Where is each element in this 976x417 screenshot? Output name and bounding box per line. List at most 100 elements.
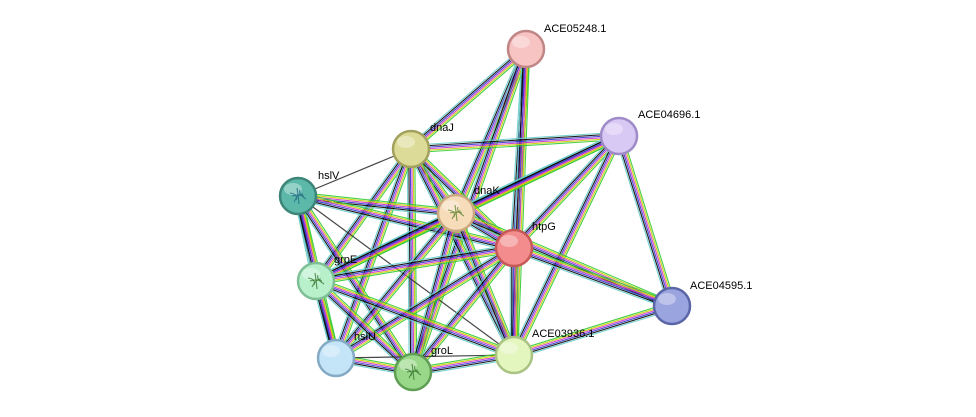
node-highlight <box>658 293 676 305</box>
edge-strand <box>409 245 512 370</box>
node-highlight <box>512 36 530 48</box>
edge-strand <box>315 246 514 281</box>
edge-htpG-grpE <box>315 243 515 286</box>
node-ACE04595.1[interactable]: ACE04595.1 <box>652 280 752 326</box>
edge-ACE04696.1-dnaJ <box>410 131 620 154</box>
edge-strand <box>298 193 457 212</box>
edge-strand <box>315 281 514 357</box>
node-hslV[interactable]: hslV <box>278 170 340 216</box>
structure-strand <box>296 187 300 205</box>
edge-ACE04696.1-htpG <box>510 133 623 251</box>
node-label: ACE04696.1 <box>638 109 700 121</box>
node-circle[interactable] <box>494 228 534 268</box>
edge-strand <box>510 133 617 246</box>
node-dnaJ[interactable]: dnaJ <box>391 122 454 169</box>
edge-strand <box>512 135 619 355</box>
edge-strand <box>411 137 620 152</box>
node-ACE04696.1[interactable]: ACE04696.1 <box>599 109 700 156</box>
edge-strand <box>456 210 674 305</box>
structure-strand <box>299 189 307 200</box>
node-circle[interactable] <box>391 129 431 169</box>
node-circle[interactable] <box>652 286 692 326</box>
edge-strand <box>515 137 622 250</box>
edge-strand <box>298 194 515 248</box>
edge-htpG-ACE04595.1 <box>512 243 674 311</box>
node-grpE[interactable]: grpE <box>296 254 357 301</box>
edge-hslV-groL <box>294 193 417 375</box>
edge-strand <box>300 193 417 371</box>
edge-strand <box>298 191 516 245</box>
edge-strand <box>315 243 514 278</box>
node-circle[interactable] <box>316 338 356 378</box>
edge-strand <box>414 249 517 374</box>
edge-strand <box>620 135 675 306</box>
node-label: hslV <box>318 170 340 182</box>
edge-strand <box>296 196 413 373</box>
edge-strand <box>457 211 517 355</box>
node-htpG[interactable]: htpG <box>494 221 556 268</box>
edge-strand <box>298 191 457 210</box>
node-circle[interactable] <box>506 29 546 69</box>
edge-strand <box>299 194 416 372</box>
edge-strand <box>316 280 414 372</box>
node-highlight <box>397 136 415 148</box>
node-ACE03936.1[interactable]: ACE03936.1 <box>494 328 594 375</box>
node-label: hslU <box>354 331 376 343</box>
edge-strand <box>410 131 619 146</box>
edge-strand <box>314 210 456 280</box>
edge-strand <box>614 136 669 308</box>
edge-strand <box>408 211 453 372</box>
edge-strand <box>514 309 674 360</box>
edge-strand <box>514 246 673 306</box>
edge-strand <box>336 249 516 361</box>
edge-strand <box>411 49 527 150</box>
node-dnaK[interactable]: dnaK <box>436 185 500 233</box>
structure-strand <box>411 363 415 381</box>
structure-strand <box>414 365 422 376</box>
edge-htpG-hslU <box>333 244 517 362</box>
edge-dnaK-hslU <box>332 210 460 361</box>
edge-strand <box>515 243 674 303</box>
edge-strand <box>334 212 456 358</box>
edge-strand <box>313 283 411 376</box>
edge-strand <box>316 279 515 355</box>
edge-strand <box>616 136 671 307</box>
node-circle[interactable] <box>494 335 534 375</box>
protein-structure-icon <box>404 363 422 381</box>
edge-strand <box>314 283 513 360</box>
edge-strand <box>514 245 673 305</box>
node-ACE05248.1[interactable]: ACE05248.1 <box>506 23 606 69</box>
edge-strand <box>298 195 415 372</box>
edge-grpE-groL <box>313 277 416 376</box>
structure-strand <box>457 206 465 217</box>
edge-strand <box>512 301 672 352</box>
edge-strand <box>513 304 672 355</box>
edge-strand <box>617 136 672 307</box>
edge-strand <box>411 247 514 372</box>
edge-strand <box>509 48 523 248</box>
edge-strand <box>514 136 621 356</box>
edge-strand <box>316 214 458 284</box>
edge-strand <box>411 136 620 151</box>
edge-strand <box>413 51 529 153</box>
edge-strand <box>411 148 415 372</box>
edge-strand <box>513 248 672 308</box>
edge-strand <box>457 209 674 304</box>
edge-strand <box>297 197 514 251</box>
edge-strand <box>294 197 411 375</box>
edge-strand <box>517 49 531 356</box>
edge-hslV-ACE03936.1 <box>297 195 515 356</box>
node-circle[interactable] <box>599 116 639 156</box>
edge-strand <box>412 50 528 152</box>
edge-strand <box>337 214 459 360</box>
edge-strand <box>314 282 412 375</box>
node-hslU[interactable]: hslU <box>316 331 376 378</box>
edge-strand <box>296 199 514 253</box>
edge-strand <box>333 211 455 357</box>
node-label: ACE04595.1 <box>690 280 752 292</box>
edge-strand <box>511 134 618 247</box>
node-groL[interactable]: groL <box>393 345 453 392</box>
edge-strand <box>298 193 515 247</box>
edge-strand <box>297 196 514 250</box>
